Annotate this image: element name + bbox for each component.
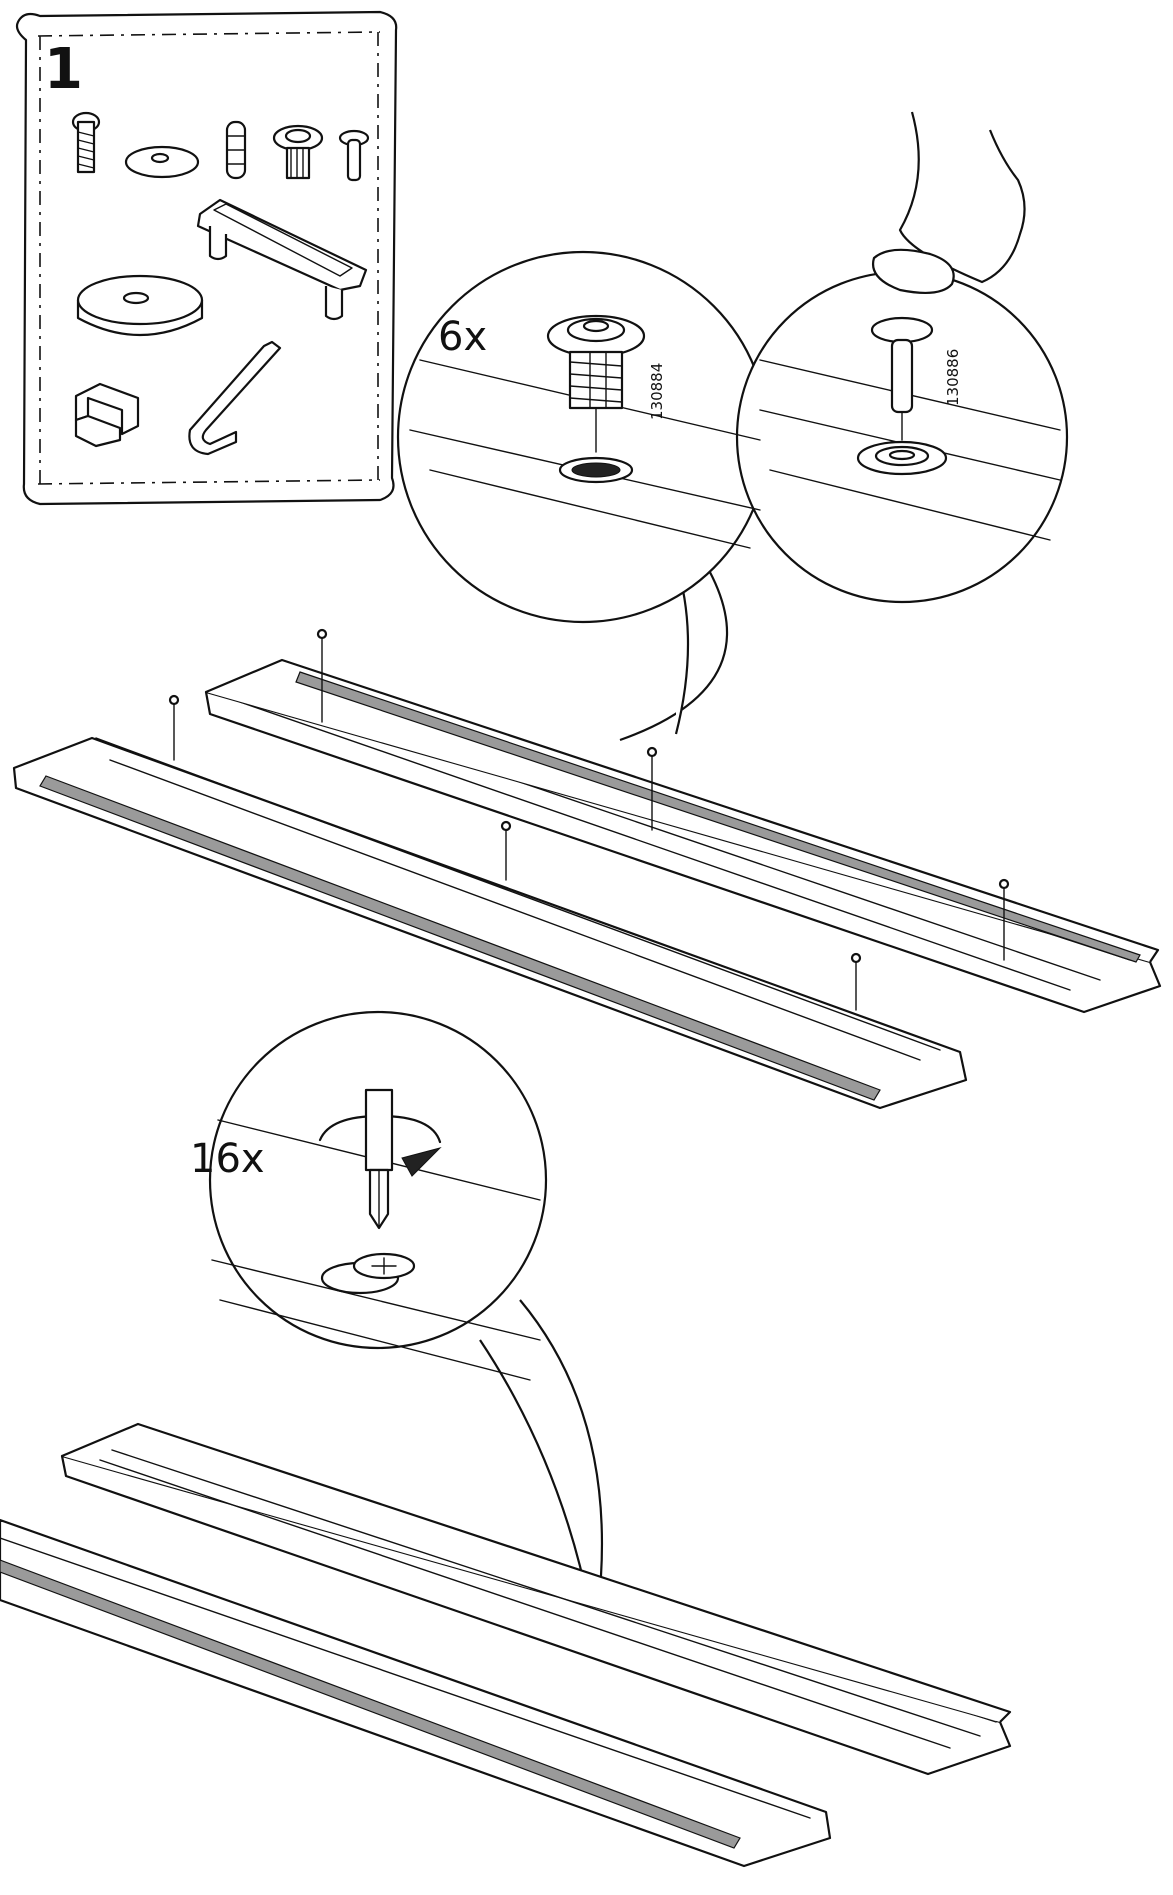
cam-nut-icon xyxy=(546,314,646,484)
cam-nut-markers xyxy=(168,628,1010,1011)
top-quantity-label: 6x xyxy=(438,314,487,360)
part-number-right: 130886 xyxy=(944,349,962,406)
pin-icon xyxy=(338,129,370,182)
disc-icon xyxy=(76,274,204,337)
washer-icon xyxy=(124,145,200,179)
cam-nut-icon xyxy=(272,124,324,180)
dowel-icon xyxy=(225,120,247,180)
bottom-detail-magnifier xyxy=(208,1010,604,1611)
screwdriver-icon xyxy=(364,1088,394,1230)
top-detail-magnifier xyxy=(396,250,1069,742)
finger-icon xyxy=(871,111,1026,295)
bottom-quantity-label: 16x xyxy=(190,1136,265,1182)
upper-rail-back xyxy=(204,658,1162,1014)
allen-key-icon xyxy=(188,340,282,456)
parts-bag xyxy=(15,10,398,506)
bracket-icon xyxy=(74,382,140,448)
step-number: 1 xyxy=(44,37,83,102)
handle-icon xyxy=(196,198,368,321)
part-number-left: 130884 xyxy=(648,363,666,420)
lower-rail-front xyxy=(0,1518,832,1868)
pin-icon xyxy=(856,316,948,476)
upper-rail-front xyxy=(12,736,968,1110)
cam-lock-icon xyxy=(320,1252,416,1295)
screw-icon xyxy=(71,111,101,174)
lower-rail-back xyxy=(60,1422,1012,1776)
